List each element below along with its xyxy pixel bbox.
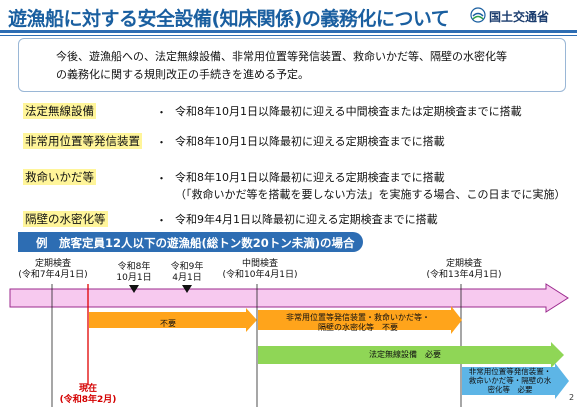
item-bullet: ・ [156,106,167,119]
timeline-label-r7: 定期検査 (令和7年4月1日) [8,259,98,281]
label-line: (令和7年4月1日) [18,270,88,280]
item-label-liferaft: 救命いかだ等 [23,169,96,185]
header-rule [0,30,577,33]
marker-triangle-r9 [182,285,192,293]
item-desc-beacon: 令和8年10月1日以降最初に迎える定期検査までに搭載 [175,135,445,148]
agency-name: 国土交通省 [489,10,550,24]
arrow-equipment-needed [462,363,569,399]
item-label-radio: 法定無線設備 [23,103,96,119]
timeline-label-r8: 令和8年 10月1日 [109,262,159,284]
timeline-label-r13: 定期検査 (令和13年4月1日) [416,259,512,281]
label-line: 非常用位置等発信装置・救命いかだ等・ [286,313,430,322]
item-note-liferaft: （「救命いかだ等を搭載を要しない方法」を実施する場合、この日までに実施） [175,188,566,201]
timeline-label-r10: 中間検査 (令和10年4月1日) [212,259,308,281]
timeline-label-r9: 令和9年 4月1日 [162,262,212,284]
label-line: (令和8年2月) [59,395,117,405]
example-banner [18,232,363,252]
intro-line-1: 今後、遊漁船への、法定無線設備、非常用位置等発信装置、救命いかだ等、隔壁の水密化… [56,50,507,63]
header-rule-thin [0,35,577,36]
arrow-unneeded [89,308,257,332]
item-bullet: ・ [156,214,167,227]
ministry-logo-icon [470,7,486,23]
timeline-diagram [9,283,569,407]
label-line: 令和9年 [170,262,204,272]
arrow-text-needed-later: 非常用位置等発信装置・救命いかだ等・ 隔壁の水密化等 不要 [268,313,448,333]
arrow-text-radio: 法定無線設備 必要 [369,350,441,359]
intro-box [18,38,566,92]
label-line: 令和8年 [117,262,151,272]
page-number: 2 [569,393,575,402]
item-bullet: ・ [156,136,167,149]
label-line: 4月1日 [172,273,202,283]
item-bullet: ・ [156,172,167,185]
label-line: 隔壁の水密化等 不要 [318,323,398,332]
item-label-bulkhead: 隔壁の水密化等 [23,211,108,227]
label-line: 定期検査 [34,259,71,269]
label-line: 非常用位置等発信装置・ [468,367,552,376]
timeline-label-now: 現在 (令和8年2月) [48,384,128,406]
item-desc-radio: 令和8年10月1日以降最初に迎える中間検査または定期検査までに搭載 [175,105,522,118]
label-line: (令和13年4月1日) [426,270,502,280]
intro-line-2: の義務化に関する規則改正の手続きを進める予定。 [56,68,309,81]
page-title: 遊漁船に対する安全設備(知床関係)の義務化について [8,8,450,30]
example-banner-text: 例 旅客定員12人以下の遊漁船(総トン数20トン未満)の場合 [36,236,355,250]
arrow-radio [258,342,564,368]
label-line: 中間検査 [241,259,278,269]
timeline-main-arrow [9,283,569,313]
intro-text: 今後、遊漁船への、法定無線設備、非常用位置等発信装置、救命いかだ等、隔壁の水密化… [56,48,556,84]
label-line: 定期検査 [445,259,482,269]
arrow-text-equipment-needed: 非常用位置等発信装置・ 救命いかだ等・隔壁の水 密化等 必要 [463,367,557,394]
arrow-text-unneeded: 不要 [160,319,176,328]
label-line: (令和10年4月1日) [222,270,298,280]
item-desc-liferaft: 令和8年10月1日以降最初に迎える定期検査までに搭載 [175,171,445,184]
marker-triangle-r8 [129,285,139,293]
item-label-beacon: 非常用位置等発信装置 [23,133,142,149]
label-line: 密化等 必要 [487,385,533,394]
label-line: 救命いかだ等・隔壁の水 [468,376,552,385]
item-desc-bulkhead: 令和9年4月1日以降最初に迎える定期検査までに搭載 [175,213,438,226]
label-line: 10月1日 [116,273,152,283]
arrow-needed-later [258,306,462,334]
label-line: 現在 [78,384,97,394]
